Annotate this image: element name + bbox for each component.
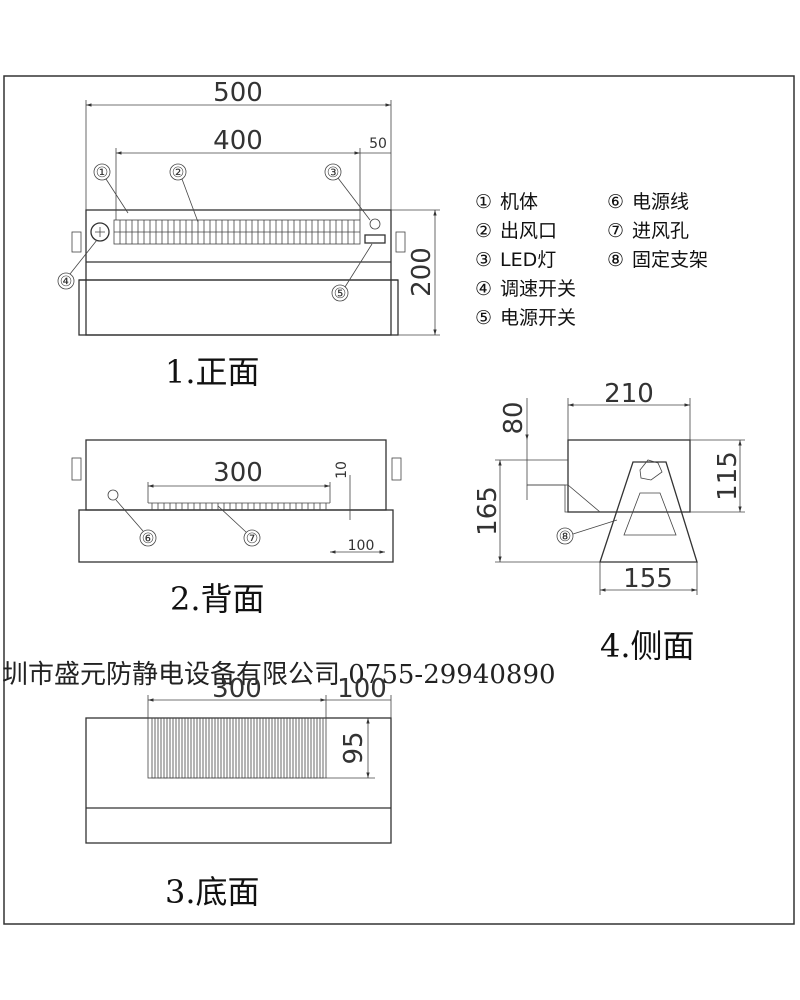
bottom-slot bbox=[247, 717, 252, 779]
front-view-title: 1.正面 bbox=[165, 353, 260, 391]
back-view: 300 10 100 ⑥ ⑦ 2.背面 bbox=[71, 439, 402, 618]
bottom-slot bbox=[307, 717, 312, 779]
callout-4: ④ bbox=[60, 274, 73, 290]
bottom-slot bbox=[205, 717, 210, 779]
side-view-title: 4.侧面 bbox=[600, 627, 695, 665]
dim-500: 500 bbox=[213, 78, 263, 108]
speed-switch bbox=[90, 222, 110, 242]
bottom-slot bbox=[253, 717, 258, 779]
bottom-slot bbox=[271, 717, 276, 779]
bottom-slot bbox=[175, 717, 180, 779]
air-outlet-slots bbox=[119, 220, 355, 244]
bottom-slot bbox=[289, 717, 294, 779]
legend-mark-5: ⑤ bbox=[475, 307, 492, 329]
front-base bbox=[78, 279, 399, 336]
dim-155: 155 bbox=[623, 564, 673, 594]
dim-200: 200 bbox=[407, 247, 437, 297]
callout-3: ③ bbox=[327, 165, 340, 181]
bottom-slot bbox=[163, 717, 168, 779]
bottom-slot bbox=[313, 717, 318, 779]
power-cord bbox=[107, 489, 119, 501]
dim-115: 115 bbox=[713, 451, 743, 501]
legend-mark-1: ① bbox=[475, 191, 492, 213]
bottom-slot bbox=[229, 717, 234, 779]
dim-50: 50 bbox=[369, 136, 387, 152]
dim-bottom-100: 100 bbox=[337, 674, 387, 704]
company-info: 圳市盛元防静电设备有限公司 0755-29940890 bbox=[2, 660, 556, 690]
legend-mark-2: ② bbox=[475, 220, 492, 242]
legend-text-1: 机体 bbox=[500, 191, 538, 213]
callout-2: ② bbox=[172, 165, 185, 181]
bottom-slot bbox=[151, 717, 156, 779]
legend-mark-4: ④ bbox=[475, 278, 492, 300]
left-knob bbox=[71, 231, 82, 253]
bottom-slot bbox=[193, 717, 198, 779]
bottom-slot bbox=[277, 717, 282, 779]
bottom-slot bbox=[169, 717, 174, 779]
dim-165: 165 bbox=[473, 486, 503, 536]
callout-1: ① bbox=[96, 165, 109, 181]
air-inlet-slots bbox=[151, 503, 327, 510]
mount-bracket bbox=[599, 461, 698, 563]
bottom-slot bbox=[235, 717, 240, 779]
bottom-slot bbox=[211, 717, 216, 779]
bottom-slot bbox=[181, 717, 186, 779]
bottom-view: 300 100 95 3.底面 bbox=[85, 674, 392, 911]
back-view-title: 2.背面 bbox=[170, 580, 265, 618]
dim-80: 80 bbox=[499, 401, 529, 434]
legend-text-4: 调速开关 bbox=[500, 278, 576, 300]
legend-text-5: 电源开关 bbox=[500, 307, 576, 329]
callout-5: ⑤ bbox=[334, 286, 347, 302]
bottom-slot bbox=[241, 717, 246, 779]
dim-210: 210 bbox=[604, 379, 654, 409]
power-switch bbox=[364, 234, 386, 244]
bottom-slot bbox=[283, 717, 288, 779]
bottom-slot bbox=[259, 717, 264, 779]
side-view: 210 80 115 165 155 ⑧ 4.侧面 bbox=[473, 379, 745, 665]
bottom-slot bbox=[217, 717, 222, 779]
legend: ① 机体 ② 出风口 ③ LED灯 ④ 调速开关 ⑤ 电源开关 ⑥ 电源线 ⑦ 进风孔 ⑧ 固定… bbox=[475, 191, 708, 329]
side-body bbox=[567, 439, 691, 513]
dim-100: 100 bbox=[348, 538, 375, 554]
bottom-slot bbox=[295, 717, 300, 779]
legend-mark-6: ⑥ bbox=[607, 191, 624, 213]
legend-text-7: 进风孔 bbox=[632, 220, 689, 242]
bottom-slot bbox=[157, 717, 162, 779]
led-light bbox=[369, 218, 381, 230]
legend-mark-8: ⑧ bbox=[607, 249, 624, 271]
bottom-vent-slots bbox=[151, 717, 324, 779]
callout-8: ⑧ bbox=[559, 529, 572, 545]
bottom-slot bbox=[319, 717, 324, 779]
dim-bottom-300: 300 bbox=[212, 674, 262, 704]
callout-7: ⑦ bbox=[246, 531, 259, 547]
bottom-slot bbox=[265, 717, 270, 779]
dim-300: 300 bbox=[213, 458, 263, 488]
legend-mark-7: ⑦ bbox=[607, 220, 624, 242]
right-knob bbox=[395, 231, 406, 253]
dim-400: 400 bbox=[213, 126, 263, 156]
dim-10: 10 bbox=[334, 461, 350, 479]
bottom-slot bbox=[187, 717, 192, 779]
bottom-slot bbox=[199, 717, 204, 779]
bottom-view-title: 3.底面 bbox=[165, 873, 260, 911]
legend-mark-3: ③ bbox=[475, 249, 492, 271]
legend-text-2: 出风口 bbox=[500, 220, 557, 242]
bottom-slot bbox=[301, 717, 306, 779]
svg-text:①机体: ① 机体 bbox=[475, 191, 538, 213]
front-view: 500 400 50 200 ① ② ③ ④ ⑤ 1.正面 bbox=[57, 78, 440, 391]
legend-text-8: 固定支架 bbox=[632, 249, 708, 271]
bottom-slot bbox=[223, 717, 228, 779]
dim-95: 95 bbox=[339, 731, 369, 764]
legend-text-3: LED灯 bbox=[500, 249, 556, 271]
legend-text-6: 电源线 bbox=[632, 191, 689, 213]
callout-6: ⑥ bbox=[142, 531, 155, 547]
